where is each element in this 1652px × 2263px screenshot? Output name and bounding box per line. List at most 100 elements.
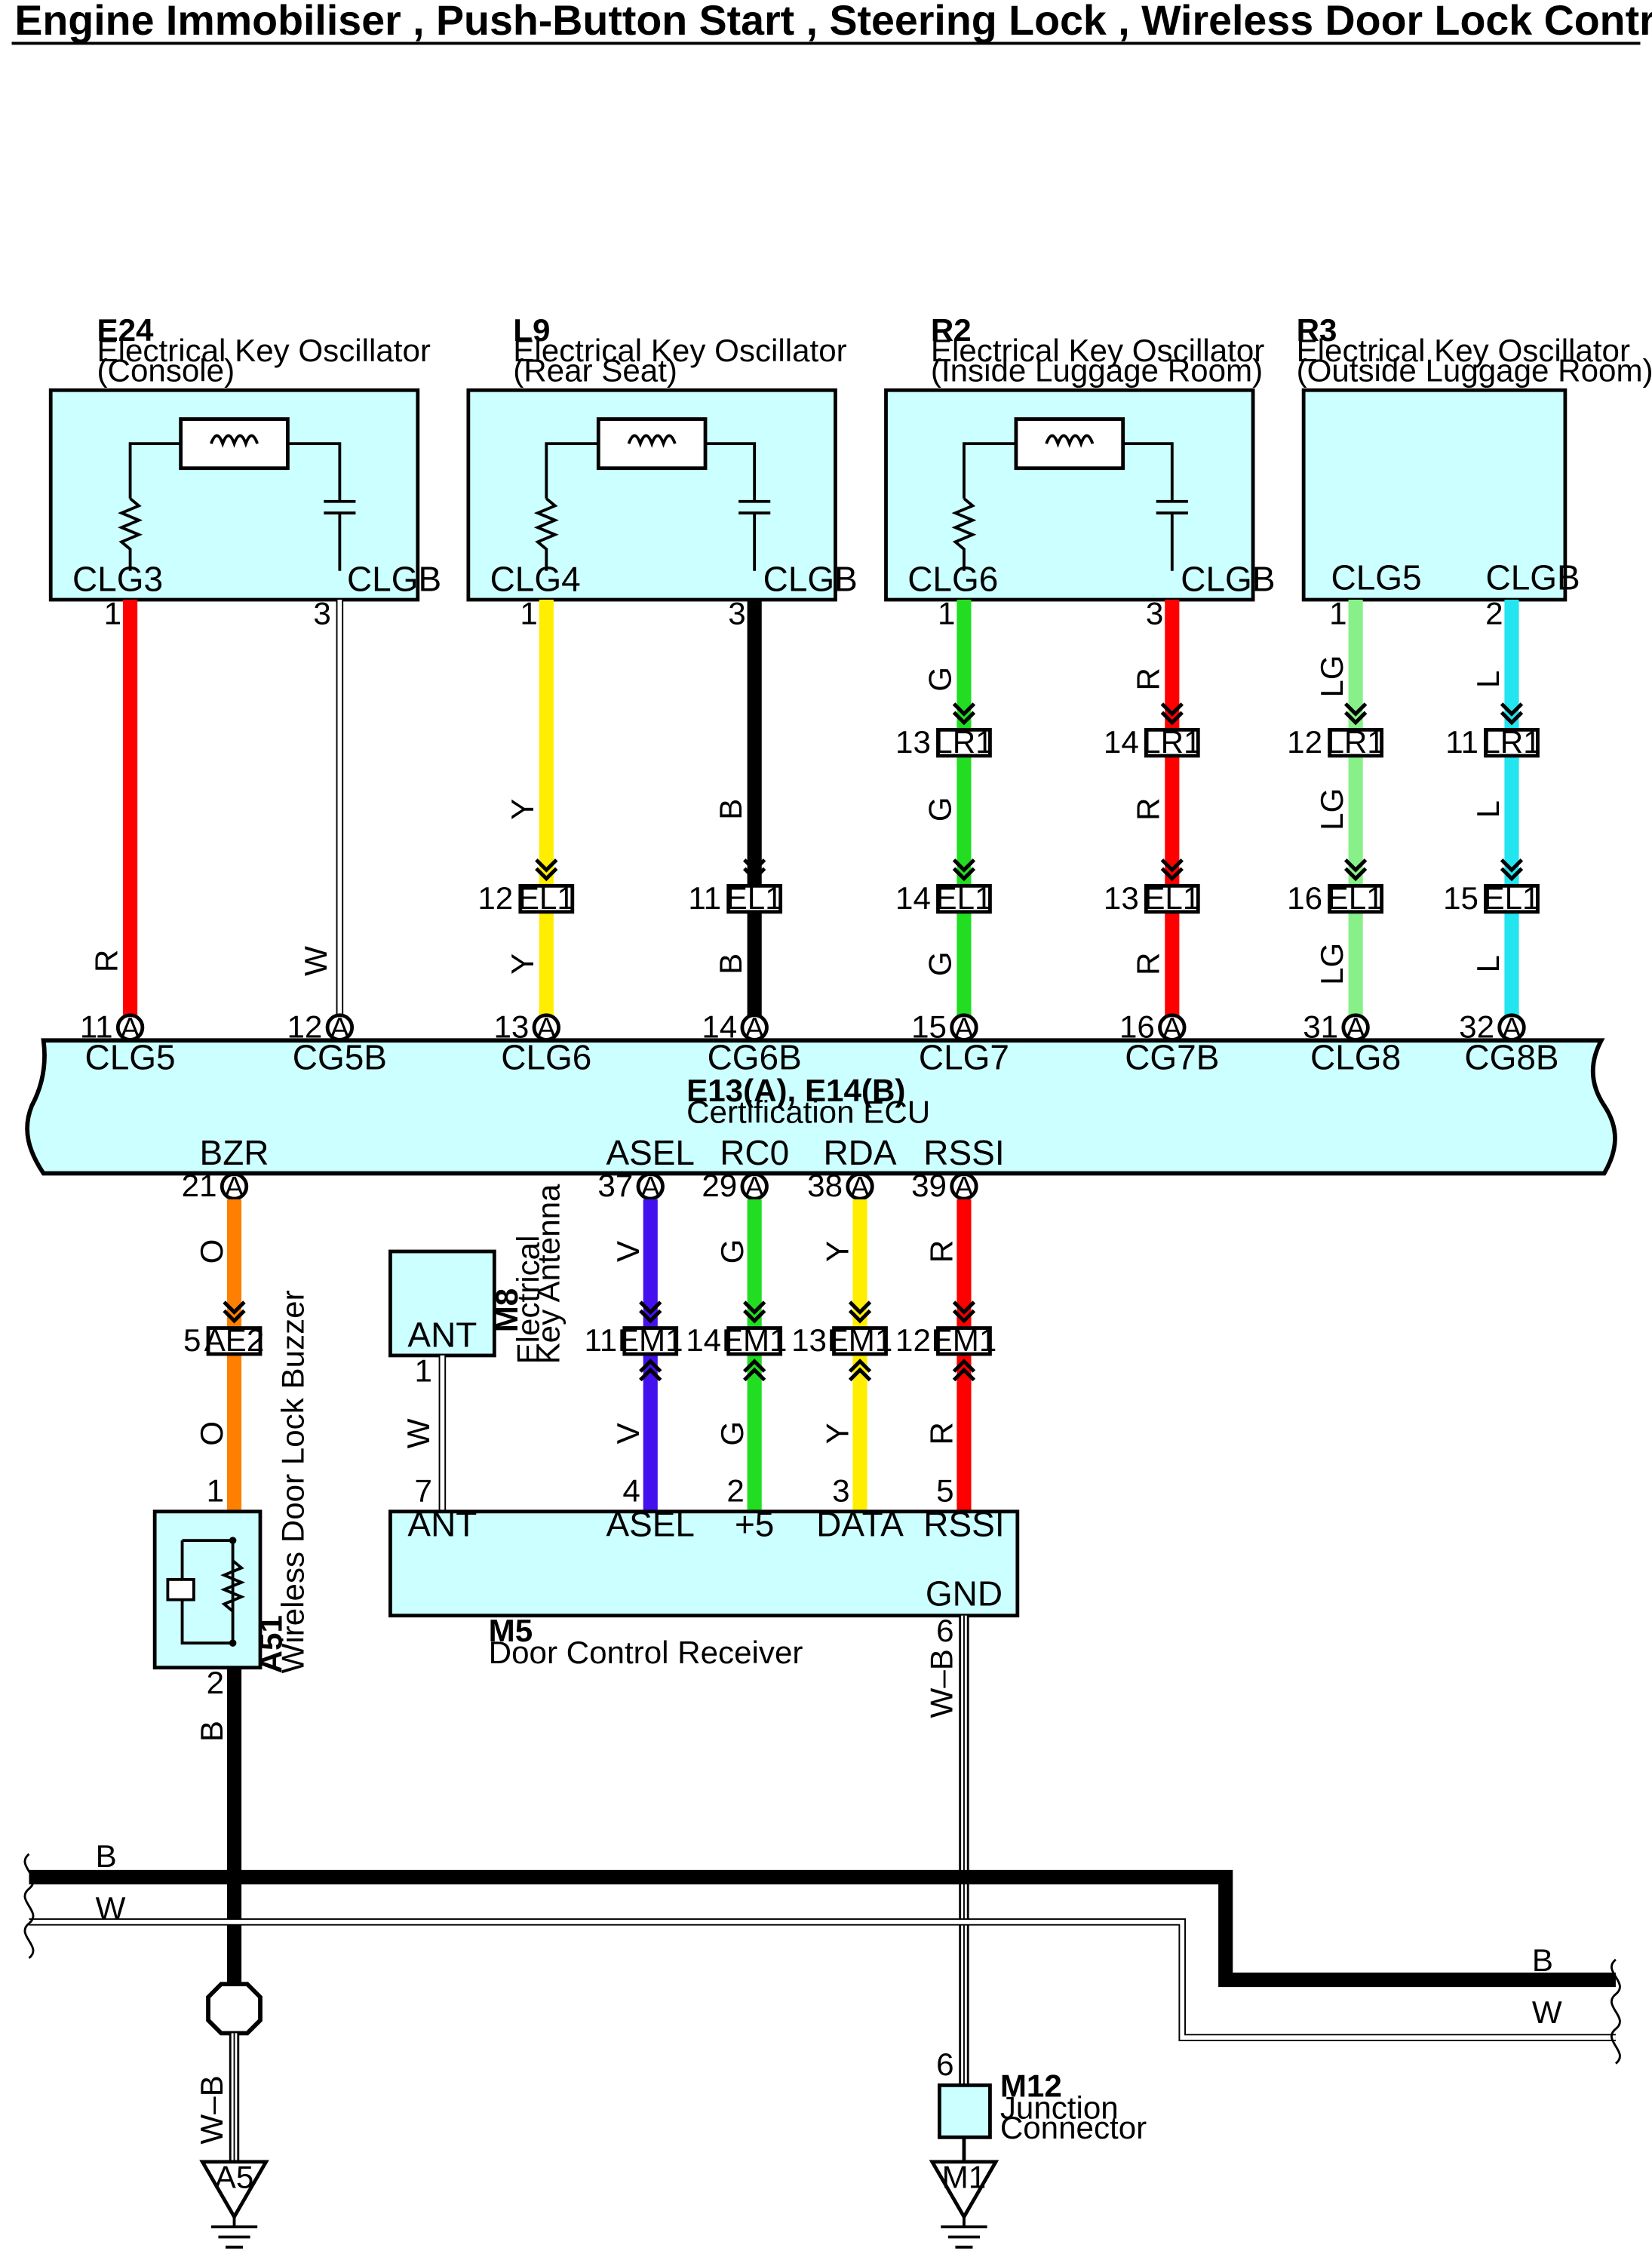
svg-text:14: 14 — [895, 880, 931, 916]
svg-text:7: 7 — [415, 1472, 432, 1508]
pin-e24-1: 1 — [104, 596, 121, 631]
svg-text:GND: GND — [926, 1574, 1003, 1613]
ecu-name: Certification ECU — [686, 1095, 930, 1130]
connector-el1: EL1 15 — [1443, 860, 1540, 916]
ecu-terminal: RSSI A 39 — [911, 1133, 1004, 1203]
wirecode-lg: LG — [1314, 655, 1350, 697]
svg-text:A: A — [954, 1012, 974, 1044]
r2-location: (Inside Luggage Room) — [931, 353, 1263, 388]
svg-text:16: 16 — [1287, 880, 1322, 916]
svg-text:A51: A51 — [253, 1615, 289, 1673]
svg-text:12: 12 — [477, 880, 513, 916]
ecu-terminal: A 31 CLG8 — [1303, 1009, 1401, 1076]
svg-text:CLG5: CLG5 — [85, 1038, 176, 1077]
connector-lr1: LR1 14 — [1104, 704, 1201, 760]
r3-location: (Outside Luggage Room) — [1297, 353, 1652, 388]
oscillator-l9: L9 Electrical Key Oscillator (Rear Seat)… — [466, 312, 858, 602]
svg-text:Connector: Connector — [1000, 2110, 1147, 2145]
svg-text:EM1: EM1 — [828, 1322, 893, 1358]
ecu-terminal: BZR A 21 — [182, 1133, 269, 1203]
svg-text:RSSI: RSSI — [923, 1504, 1004, 1543]
svg-text:M8: M8 — [489, 1288, 524, 1333]
wirecode-l: L — [1470, 800, 1506, 818]
ecu-terminal: RC0 A 29 — [702, 1133, 789, 1203]
svg-text:A: A — [537, 1012, 557, 1044]
svg-text:A: A — [954, 1171, 974, 1203]
ecu-terminal: RDA A 38 — [807, 1133, 897, 1203]
svg-text:1: 1 — [207, 1472, 224, 1508]
ecu-terminal: A 11 CLG5 — [80, 1009, 176, 1076]
wirecode-lg: LG — [1314, 788, 1350, 831]
svg-text:ANT: ANT — [407, 1504, 477, 1543]
svg-text:15: 15 — [1443, 880, 1479, 916]
connector-el1: EL1 13 — [1104, 860, 1200, 916]
svg-text:A: A — [225, 1171, 244, 1203]
svg-text:29: 29 — [702, 1168, 737, 1203]
svg-text:14: 14 — [1104, 724, 1139, 760]
svg-text:39: 39 — [911, 1168, 947, 1203]
svg-text:6: 6 — [936, 2047, 953, 2082]
resistor-icon — [533, 442, 599, 571]
pin-r2-3: 3 — [1146, 596, 1163, 631]
pin-r3-1: 1 — [1329, 596, 1346, 631]
svg-text:RDA: RDA — [823, 1133, 896, 1172]
svg-text:ASEL: ASEL — [606, 1504, 695, 1543]
ecu-terminal: A 15 CLG7 — [911, 1009, 1009, 1076]
wirecode-o: O — [194, 1421, 229, 1446]
wirecode-b: B — [713, 953, 748, 975]
ecu-terminal: ASEL A 37 — [597, 1133, 695, 1203]
wirecode-y: Y — [820, 1241, 855, 1262]
svg-text:EM1: EM1 — [722, 1322, 788, 1358]
svg-text:A: A — [1502, 1012, 1521, 1044]
wirecode-wb: W–B — [924, 1649, 960, 1718]
wirecode-r: R — [1131, 668, 1166, 690]
svg-text:CG8B: CG8B — [1464, 1038, 1558, 1077]
wirecode-l: L — [1470, 955, 1506, 972]
bus-label-b: B — [1532, 1942, 1553, 1978]
diagram-title: Engine Immobiliser , Push-Button Start ,… — [14, 0, 1652, 44]
svg-text:Door Control Receiver: Door Control Receiver — [489, 1635, 803, 1670]
svg-text:11: 11 — [584, 1322, 617, 1358]
svg-text:CLG6: CLG6 — [501, 1038, 591, 1077]
connector-lr1: LR1 13 — [895, 704, 993, 760]
break-mark — [23, 1853, 35, 1959]
svg-text:EL1: EL1 — [1484, 880, 1540, 916]
wirecode-y: Y — [505, 953, 540, 975]
svg-text:13: 13 — [493, 1009, 529, 1044]
svg-text:A: A — [745, 1171, 764, 1203]
connector-em1: EM1 11 — [584, 1302, 683, 1380]
bus-white — [29, 1920, 1616, 2040]
ecu-terminal: A 32 CG8B — [1459, 1009, 1558, 1076]
r2-terminal-right: CLGB — [1181, 560, 1275, 599]
svg-text:A: A — [850, 1171, 870, 1203]
ecu-terminal: A 12 CG5B — [287, 1009, 387, 1076]
door-lock-buzzer-a51: A51 Wireless Door Lock Buzzer — [152, 1290, 310, 1673]
svg-text:A: A — [1346, 1012, 1365, 1044]
wirecode-r: R — [1131, 953, 1166, 975]
e24-code: E24 — [97, 312, 155, 348]
e24-location: (Console) — [97, 353, 235, 388]
oscillator-e24: E24 Electrical Key Oscillator (Console) … — [48, 312, 441, 602]
ground-m1-icon: M1 — [929, 2159, 999, 2249]
svg-text:RSSI: RSSI — [923, 1133, 1004, 1172]
svg-text:EL1: EL1 — [518, 880, 575, 916]
svg-text:CLG7: CLG7 — [919, 1038, 1009, 1077]
bus-label-w: W — [1532, 1994, 1562, 2030]
svg-text:EL1: EL1 — [935, 880, 992, 916]
resistor-icon — [951, 442, 1016, 571]
wirecode-r: R — [88, 950, 124, 972]
svg-text:CG6B: CG6B — [708, 1038, 802, 1077]
svg-text:ASEL: ASEL — [606, 1133, 695, 1172]
svg-text:A: A — [1162, 1012, 1182, 1044]
connector-lr1: LR1 12 — [1287, 704, 1385, 760]
wirecode-r: R — [1131, 798, 1166, 821]
svg-text:5: 5 — [936, 1472, 953, 1508]
svg-text:Junction: Junction — [1000, 2090, 1119, 2125]
wirecode-r: R — [924, 1240, 960, 1263]
svg-text:M12: M12 — [1000, 2068, 1062, 2104]
oscillator-r3: R3 Electrical Key Oscillator (Outside Lu… — [1297, 312, 1652, 602]
connector-el1: EL1 14 — [895, 860, 992, 916]
connector-ae2: AE2 5 — [183, 1302, 264, 1358]
svg-text:11: 11 — [688, 880, 721, 916]
